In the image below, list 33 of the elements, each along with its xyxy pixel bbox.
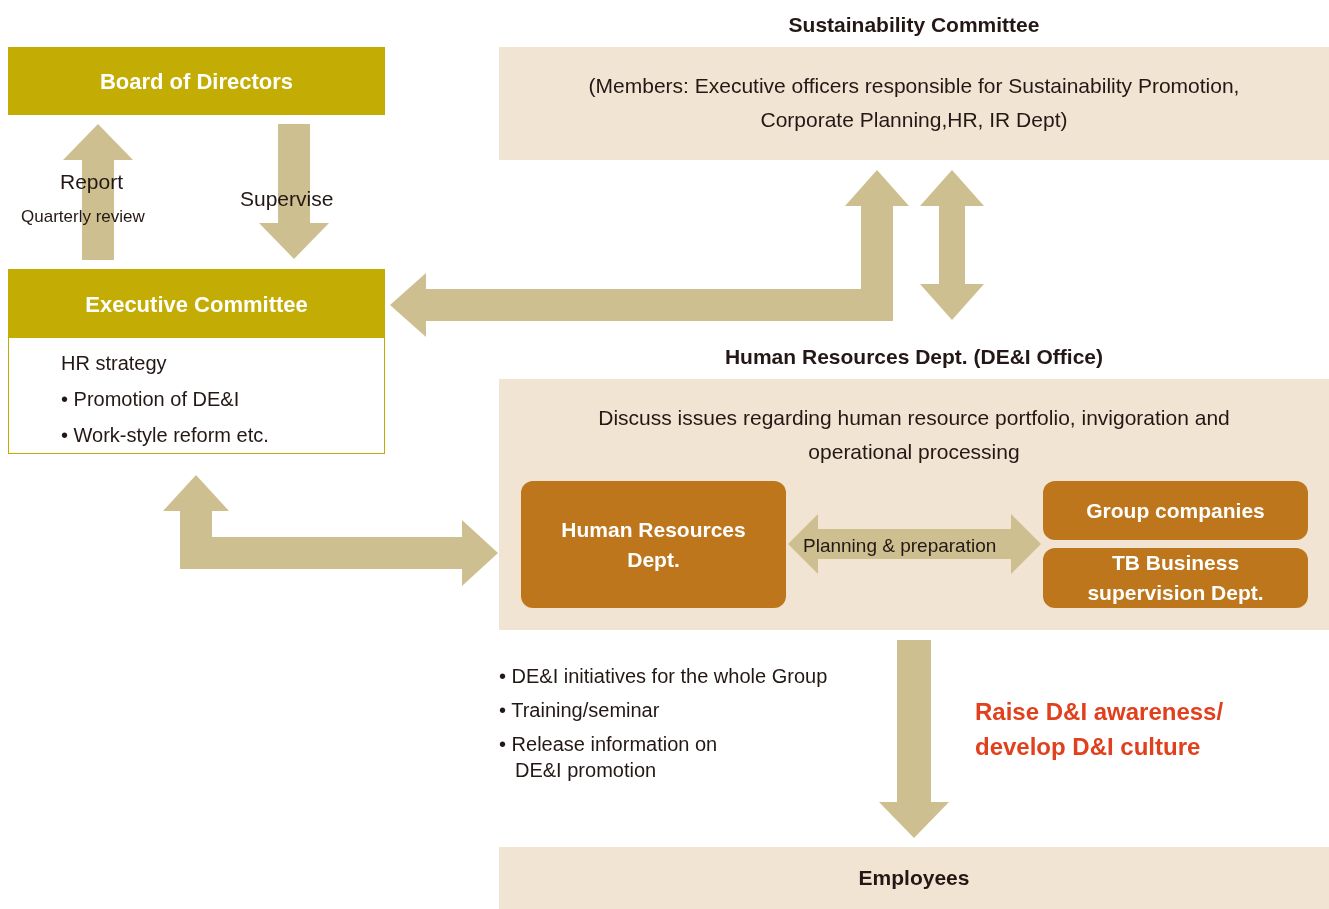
- bullet-item: • Promotion of DE&I: [61, 387, 241, 412]
- board-box: [8, 47, 385, 115]
- box-title: Group companies: [1086, 497, 1265, 524]
- committee-card: [8, 269, 385, 454]
- edge-label: Supervise: [240, 186, 334, 212]
- box-title: Board of Directors: [99, 67, 294, 96]
- block-arrow: [920, 170, 984, 320]
- edge-label: Planning & preparation: [803, 534, 997, 558]
- panel-description: (Members: Executive officers responsible for Sustainability Promotion, Corporate Planning,HR, IR Dept): [587, 73, 1241, 133]
- block-arrow: [163, 475, 498, 586]
- box-title: Human Resources Dept.: [560, 516, 747, 573]
- body-text: HR strategy: [61, 351, 168, 376]
- card-title: Executive Committee: [85, 290, 308, 319]
- panel-description: Discuss issues regarding human resource portfolio, invigoration and operational processing: [597, 405, 1231, 465]
- block-arrow: [63, 124, 133, 260]
- note-text: Quarterly review: [21, 206, 145, 228]
- panel-heading: Human Resources Dept. (DE&I Office): [724, 344, 1104, 370]
- department-box: [521, 481, 786, 608]
- box-title: TB Business supervision Dept.: [1086, 550, 1265, 606]
- bullet-item: • DE&I initiatives for the whole Group: [499, 664, 828, 689]
- employees-band: [499, 847, 1329, 909]
- block-arrow: [788, 514, 1041, 574]
- block-arrow: [259, 124, 329, 259]
- block-arrow: [879, 640, 949, 838]
- bullet-item: • Release information on DE&I promotion: [499, 732, 719, 783]
- band-title: Employees: [858, 865, 970, 892]
- bullet-item: • Work-style reform etc.: [61, 423, 270, 448]
- block-arrow: [390, 170, 909, 337]
- department-box: [1043, 548, 1308, 608]
- highlight-text: Raise D&I awareness/ develop D&I culture: [975, 697, 1225, 762]
- panel-heading: Sustainability Committee: [788, 12, 1040, 38]
- bullet-item: • Training/seminar: [499, 698, 661, 723]
- department-box: [1043, 481, 1308, 540]
